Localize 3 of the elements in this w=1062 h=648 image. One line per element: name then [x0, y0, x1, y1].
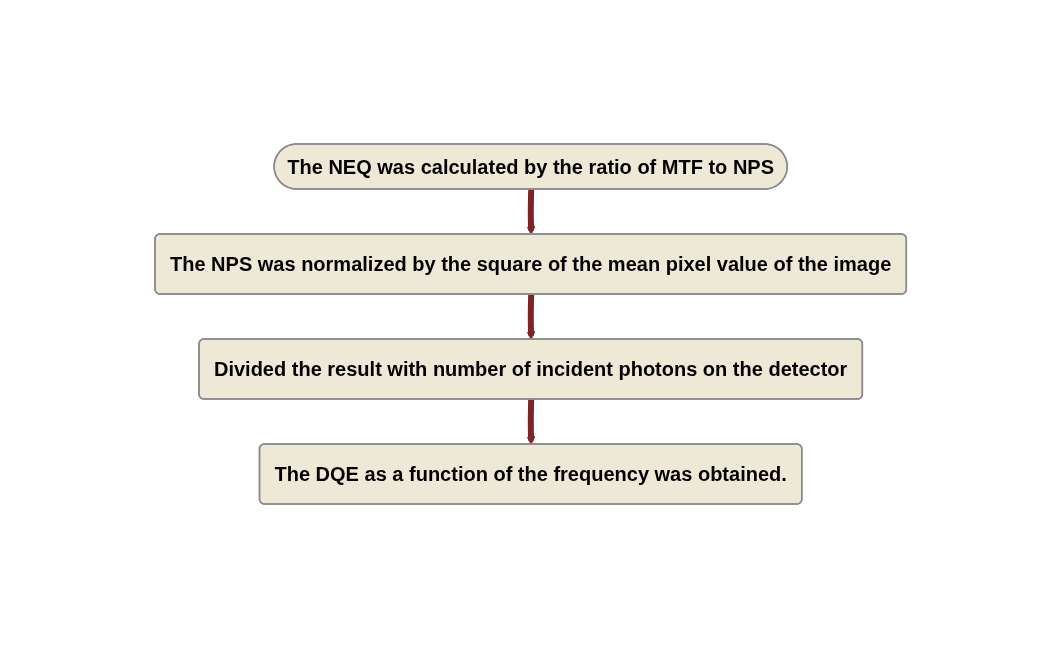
- arrow: [526, 399, 536, 445]
- arrow: [526, 294, 536, 340]
- arrow: [526, 189, 536, 235]
